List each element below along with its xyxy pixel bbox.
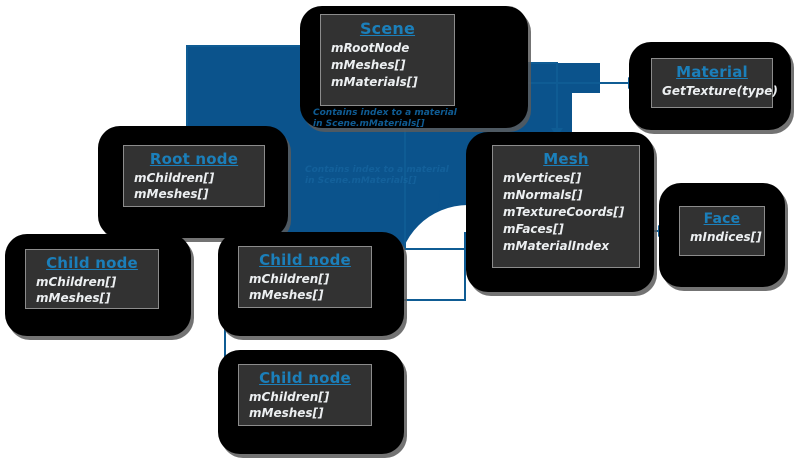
node-scene-member-2: mMaterials[]: [331, 75, 418, 89]
node-mesh-member-3: mFaces[]: [503, 222, 564, 236]
node-rootnode-title: Root node: [149, 150, 239, 168]
node-child-middle[interactable]: Child node mChildren[] mMeshes[]: [238, 246, 372, 308]
connector-scene-rootnode-h: [186, 45, 330, 47]
node-face-member-0: mIndices[]: [690, 230, 762, 244]
annotation-material-index: Contains index to a material in Scene.mM…: [313, 108, 457, 129]
node-child-bottom-member-0: mChildren[]: [249, 390, 330, 404]
node-mesh-member-2: mTextureCoords[]: [503, 205, 625, 219]
node-mesh[interactable]: Mesh mVertices[] mNormals[] mTextureCoor…: [492, 145, 640, 268]
node-rootnode-member-0: mChildren[]: [134, 171, 215, 185]
node-mesh-member-1: mNormals[]: [503, 188, 583, 202]
connector-scene-material-h: [440, 82, 630, 84]
node-scene[interactable]: Scene mRootNode mMeshes[] mMaterials[]: [320, 14, 455, 106]
node-rootnode-member-1: mMeshes[]: [134, 187, 209, 201]
node-face[interactable]: Face mIndices[]: [679, 206, 765, 256]
connector-scene-mesh-v: [556, 62, 558, 130]
node-mesh-title: Mesh: [543, 150, 589, 168]
connector-materialindex-v: [404, 96, 406, 250]
node-child-left-title: Child node: [46, 254, 138, 272]
node-child-bottom-title: Child node: [259, 369, 351, 387]
node-child-middle-member-0: mChildren[]: [249, 272, 330, 286]
node-material-member-0: GetTexture(type): [662, 84, 778, 98]
node-face-title: Face: [703, 211, 741, 227]
node-child-bottom[interactable]: Child node mChildren[] mMeshes[]: [238, 364, 372, 426]
node-child-middle-member-1: mMeshes[]: [249, 288, 324, 302]
node-scene-member-0: mRootNode: [331, 41, 410, 55]
node-scene-member-1: mMeshes[]: [331, 58, 406, 72]
node-child-left-member-0: mChildren[]: [36, 275, 117, 289]
annotation-material-index-ghost: Contains index to a material in Scene.mM…: [305, 165, 449, 186]
connector-materialindex-h: [404, 248, 510, 250]
node-material[interactable]: Material GetTexture(type): [651, 58, 778, 108]
node-scene-title: Scene: [359, 19, 416, 38]
node-material-title: Material: [676, 63, 748, 81]
connector-scene-rootnode-v: [186, 45, 188, 129]
node-child-bottom-member-1: mMeshes[]: [249, 406, 324, 420]
node-child-middle-title: Child node: [259, 251, 351, 269]
node-child-left-member-1: mMeshes[]: [36, 291, 111, 305]
node-mesh-member-4: mMaterialIndex: [503, 239, 610, 253]
node-mesh-member-0: mVertices[]: [503, 171, 582, 185]
node-child-left[interactable]: Child node mChildren[] mMeshes[]: [25, 249, 159, 309]
node-rootnode[interactable]: Root node mChildren[] mMeshes[]: [123, 145, 265, 207]
connector-childmid-mesh-v: [464, 232, 466, 300]
